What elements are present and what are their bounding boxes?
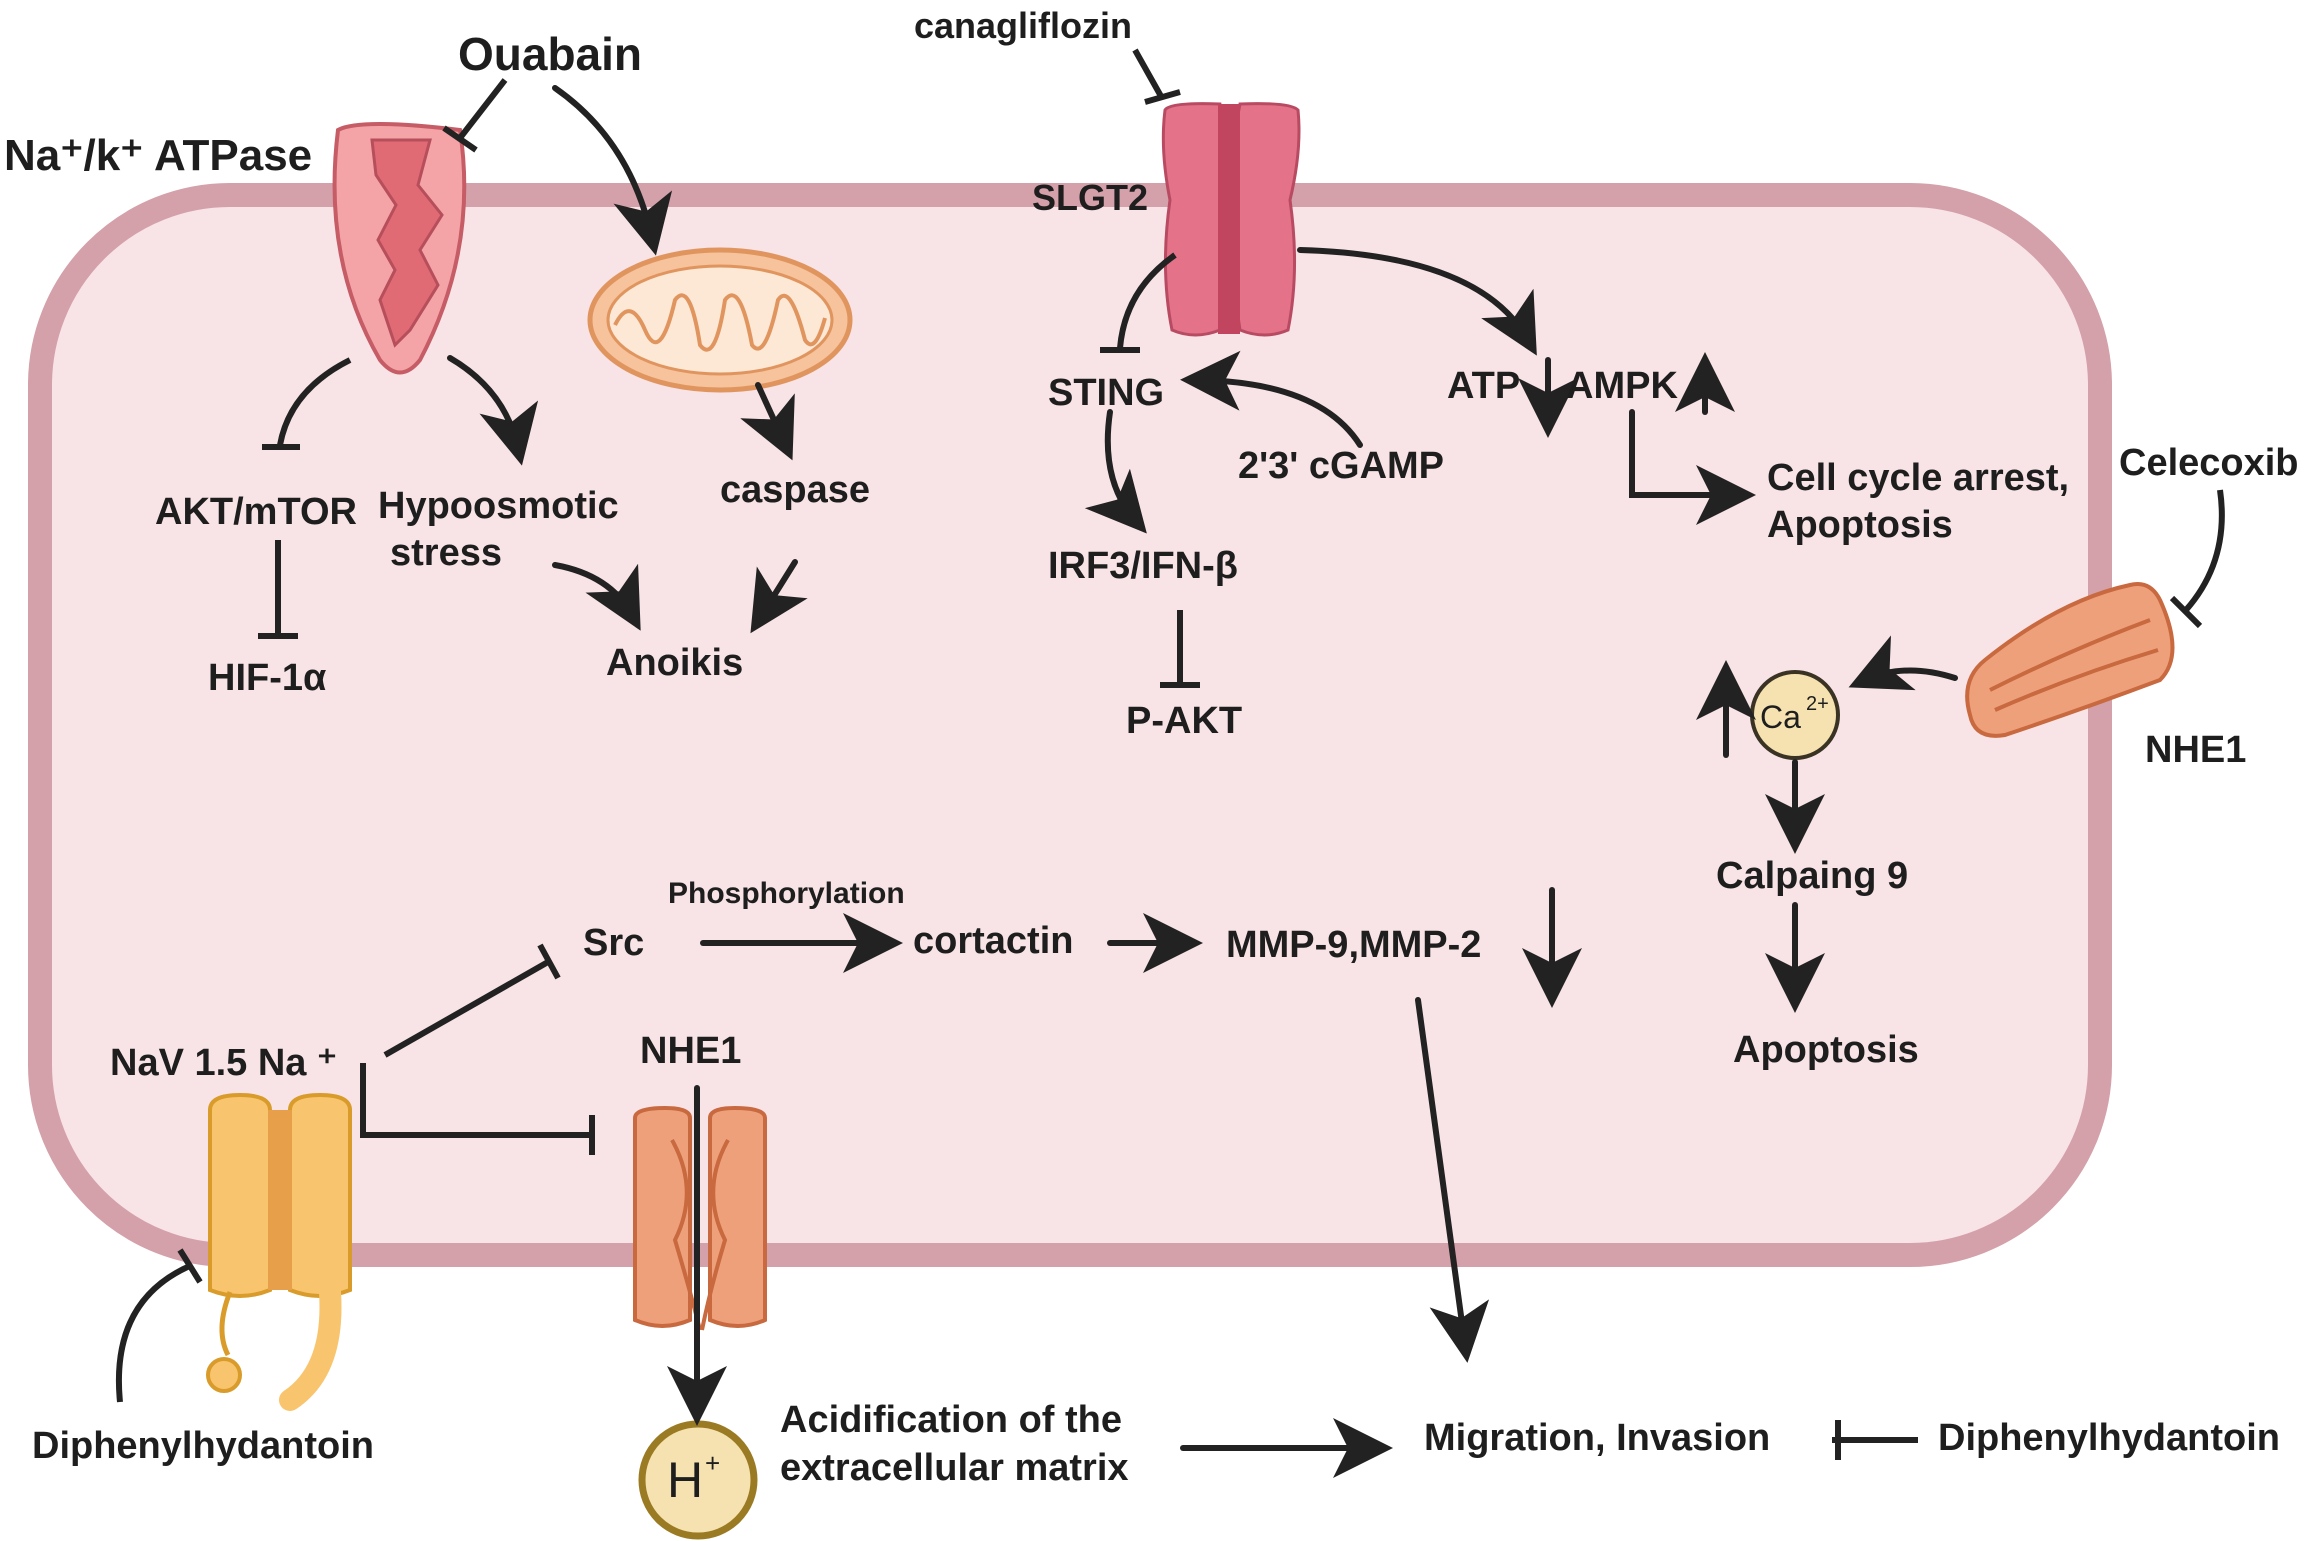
src-label: Src bbox=[583, 922, 644, 964]
nhe1-bottom-label: NHE1 bbox=[640, 1030, 741, 1072]
cell bbox=[28, 183, 2112, 1267]
calpaing-label: Calpaing 9 bbox=[1716, 855, 1908, 897]
akt-mtor-label: AKT/mTOR bbox=[155, 491, 357, 533]
cortactin-label: cortactin bbox=[913, 920, 1073, 962]
caspase-label: caspase bbox=[720, 469, 870, 511]
nhe1-bottom-icon bbox=[633, 1105, 767, 1331]
canagliflozin-label: canagliflozin bbox=[914, 5, 1132, 46]
ca-superscript: 2+ bbox=[1806, 693, 1829, 715]
anoikis-label: Anoikis bbox=[606, 642, 743, 684]
h-superscript: + bbox=[705, 1448, 720, 1478]
diphenyl-left-label: Diphenylhydantoin bbox=[32, 1425, 374, 1467]
na-k-atpase-icon bbox=[332, 122, 467, 375]
migration-label: Migration, Invasion bbox=[1424, 1417, 1770, 1459]
ouabain-label: Ouabain bbox=[458, 28, 642, 80]
cell-membrane bbox=[28, 183, 2112, 1267]
cell-cycle-label-2: Apoptosis bbox=[1767, 504, 1953, 546]
ca-label: Ca bbox=[1760, 699, 1801, 735]
nav-channel-icon bbox=[206, 1092, 352, 1411]
diphenyl-right-label: Diphenylhydantoin bbox=[1938, 1417, 2280, 1459]
slgt2-label: SLGT2 bbox=[1032, 177, 1148, 218]
atp-label: ATP bbox=[1447, 365, 1520, 407]
acidification-label-2: extracellular matrix bbox=[780, 1447, 1129, 1489]
nhe1-right-icon bbox=[1965, 582, 2175, 738]
na-k-atpase-label: Na⁺/k⁺ ATPase bbox=[4, 131, 312, 180]
labels: Ouabain Na⁺/k⁺ ATPase AKT/mTOR HIF-1α Hy… bbox=[4, 5, 2299, 1508]
slgt2-channel-icon bbox=[1161, 102, 1301, 337]
mitochondria-icon bbox=[587, 247, 853, 393]
p-akt-label: P-AKT bbox=[1126, 700, 1242, 742]
celecoxib-label: Celecoxib bbox=[2119, 442, 2299, 484]
hif1a-label: HIF-1α bbox=[208, 657, 326, 699]
nhe1-right-label: NHE1 bbox=[2145, 729, 2246, 771]
cell-cycle-label-1: Cell cycle arrest, bbox=[1767, 457, 2069, 499]
phosphorylation-label: Phosphorylation bbox=[668, 877, 905, 910]
ouabain-mito-arrow bbox=[552, 85, 673, 256]
acidification-label-1: Acidification of the bbox=[780, 1399, 1122, 1441]
sting-label: STING bbox=[1048, 372, 1164, 414]
connectors bbox=[116, 48, 2225, 1478]
mmp-label: MMP-9,MMP-2 bbox=[1226, 924, 1481, 966]
hypoosmotic-label-2: stress bbox=[390, 532, 502, 574]
ampk-label: AMPK bbox=[1566, 365, 1678, 407]
ouabain-inhibit-line bbox=[457, 78, 508, 140]
h-label: H bbox=[667, 1452, 703, 1508]
apoptosis-label: Apoptosis bbox=[1733, 1029, 1919, 1071]
hypoosmotic-label-1: Hypoosmotic bbox=[378, 485, 619, 527]
cgamp-label: 2'3' cGAMP bbox=[1238, 445, 1444, 487]
nav-label: NaV 1.5 Na ⁺ bbox=[110, 1042, 337, 1084]
atpase-akt-inhibit bbox=[277, 357, 352, 446]
irf3-label: IRF3/IFN-β bbox=[1048, 545, 1238, 587]
